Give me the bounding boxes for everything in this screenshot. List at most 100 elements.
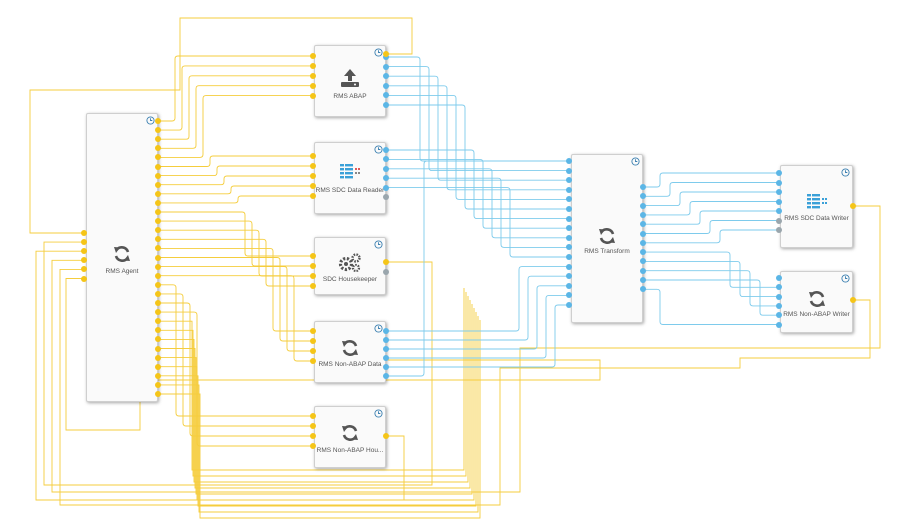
output-port[interactable] bbox=[383, 92, 389, 99]
output-port[interactable] bbox=[155, 163, 161, 170]
output-port[interactable] bbox=[383, 259, 389, 265]
output-port[interactable] bbox=[383, 364, 389, 370]
output-port[interactable] bbox=[155, 209, 161, 215]
output-port[interactable] bbox=[155, 172, 161, 179]
data-connection[interactable] bbox=[643, 191, 779, 207]
input-port[interactable] bbox=[566, 158, 572, 164]
input-port[interactable] bbox=[81, 257, 87, 264]
output-port[interactable] bbox=[155, 300, 161, 306]
input-port[interactable] bbox=[566, 206, 572, 212]
control-connection[interactable] bbox=[65, 278, 601, 431]
output-port[interactable] bbox=[383, 175, 389, 182]
operator-rms-sdc-data-reader[interactable]: RMS SDC Data Reader bbox=[314, 142, 386, 214]
data-connection[interactable] bbox=[643, 210, 779, 225]
input-port[interactable] bbox=[566, 186, 572, 193]
output-port[interactable] bbox=[155, 381, 161, 388]
control-connection[interactable] bbox=[158, 65, 313, 131]
data-connection[interactable] bbox=[643, 201, 779, 216]
operator-sdc-housekeeper[interactable]: SDC Housekeeper bbox=[314, 237, 386, 295]
input-port[interactable] bbox=[776, 198, 782, 205]
control-connection[interactable] bbox=[158, 296, 469, 483]
output-port[interactable] bbox=[640, 230, 646, 237]
output-port[interactable] bbox=[640, 202, 646, 209]
input-port[interactable] bbox=[310, 92, 316, 99]
output-port[interactable] bbox=[155, 272, 161, 279]
output-port[interactable] bbox=[155, 218, 161, 225]
data-connection[interactable] bbox=[386, 66, 569, 172]
clock-icon[interactable] bbox=[374, 240, 383, 249]
operator-rms-non-abap-writer[interactable]: RMS Non-ABAP Writer bbox=[780, 271, 853, 333]
control-connection[interactable] bbox=[158, 165, 313, 177]
control-connection[interactable] bbox=[29, 17, 413, 234]
output-port[interactable] bbox=[155, 391, 161, 397]
data-connection[interactable] bbox=[643, 182, 779, 197]
data-connection[interactable] bbox=[386, 160, 569, 377]
input-port[interactable] bbox=[566, 215, 572, 222]
output-port[interactable] bbox=[155, 236, 161, 243]
clock-icon[interactable] bbox=[374, 145, 383, 154]
control-connection[interactable] bbox=[158, 312, 477, 507]
data-connection[interactable] bbox=[643, 270, 779, 307]
output-port[interactable] bbox=[383, 165, 389, 172]
output-port[interactable] bbox=[155, 263, 161, 270]
control-connection[interactable] bbox=[158, 304, 473, 495]
input-port[interactable] bbox=[310, 283, 316, 289]
input-port[interactable] bbox=[310, 443, 316, 449]
input-port[interactable] bbox=[776, 284, 782, 291]
input-port[interactable] bbox=[566, 263, 572, 270]
input-port[interactable] bbox=[81, 239, 87, 246]
input-port[interactable] bbox=[566, 292, 572, 299]
output-port[interactable] bbox=[155, 290, 161, 297]
data-connection[interactable] bbox=[386, 187, 569, 258]
output-port[interactable] bbox=[383, 355, 389, 361]
control-connection[interactable] bbox=[51, 205, 881, 493]
input-port[interactable] bbox=[310, 338, 316, 344]
output-port[interactable] bbox=[383, 54, 389, 60]
input-port[interactable] bbox=[776, 302, 782, 309]
data-connection[interactable] bbox=[386, 94, 569, 200]
output-port[interactable] bbox=[155, 327, 161, 334]
output-port[interactable] bbox=[383, 156, 389, 163]
output-port[interactable] bbox=[155, 145, 161, 152]
control-connection[interactable] bbox=[158, 229, 313, 277]
clock-icon[interactable] bbox=[374, 409, 383, 418]
input-port[interactable] bbox=[776, 275, 782, 281]
output-port[interactable] bbox=[383, 184, 389, 191]
output-port[interactable] bbox=[383, 373, 389, 379]
control-connection[interactable] bbox=[158, 293, 313, 427]
data-connection[interactable] bbox=[386, 177, 569, 248]
input-port[interactable] bbox=[566, 302, 572, 308]
control-connection[interactable] bbox=[158, 55, 313, 122]
input-port[interactable] bbox=[310, 358, 316, 364]
output-port[interactable] bbox=[155, 136, 161, 143]
input-port[interactable] bbox=[310, 72, 316, 79]
control-connection[interactable] bbox=[158, 175, 313, 186]
data-connection[interactable] bbox=[643, 251, 779, 288]
input-port[interactable] bbox=[310, 153, 316, 159]
output-port[interactable] bbox=[155, 281, 161, 288]
data-connection[interactable] bbox=[386, 168, 569, 239]
control-connection[interactable] bbox=[158, 238, 313, 287]
control-connection[interactable] bbox=[35, 250, 405, 501]
control-connection[interactable] bbox=[158, 220, 313, 267]
input-port[interactable] bbox=[310, 348, 316, 354]
output-port[interactable] bbox=[640, 258, 646, 265]
output-port[interactable] bbox=[155, 181, 161, 188]
input-port[interactable] bbox=[81, 266, 87, 273]
output-port[interactable] bbox=[383, 63, 389, 70]
output-port[interactable] bbox=[155, 154, 161, 161]
data-connection[interactable] bbox=[643, 288, 779, 325]
output-port[interactable] bbox=[155, 127, 161, 134]
clock-icon[interactable] bbox=[146, 116, 155, 125]
clock-icon[interactable] bbox=[374, 48, 383, 57]
data-connection[interactable] bbox=[386, 275, 569, 341]
control-connection[interactable] bbox=[158, 247, 313, 332]
control-connection[interactable] bbox=[158, 284, 313, 417]
control-connection[interactable] bbox=[158, 211, 313, 257]
data-connection[interactable] bbox=[386, 149, 569, 220]
data-connection[interactable] bbox=[386, 75, 569, 181]
clock-icon[interactable] bbox=[374, 324, 383, 333]
input-port[interactable] bbox=[776, 179, 782, 186]
data-connection[interactable] bbox=[386, 104, 569, 210]
input-port[interactable] bbox=[566, 225, 572, 232]
